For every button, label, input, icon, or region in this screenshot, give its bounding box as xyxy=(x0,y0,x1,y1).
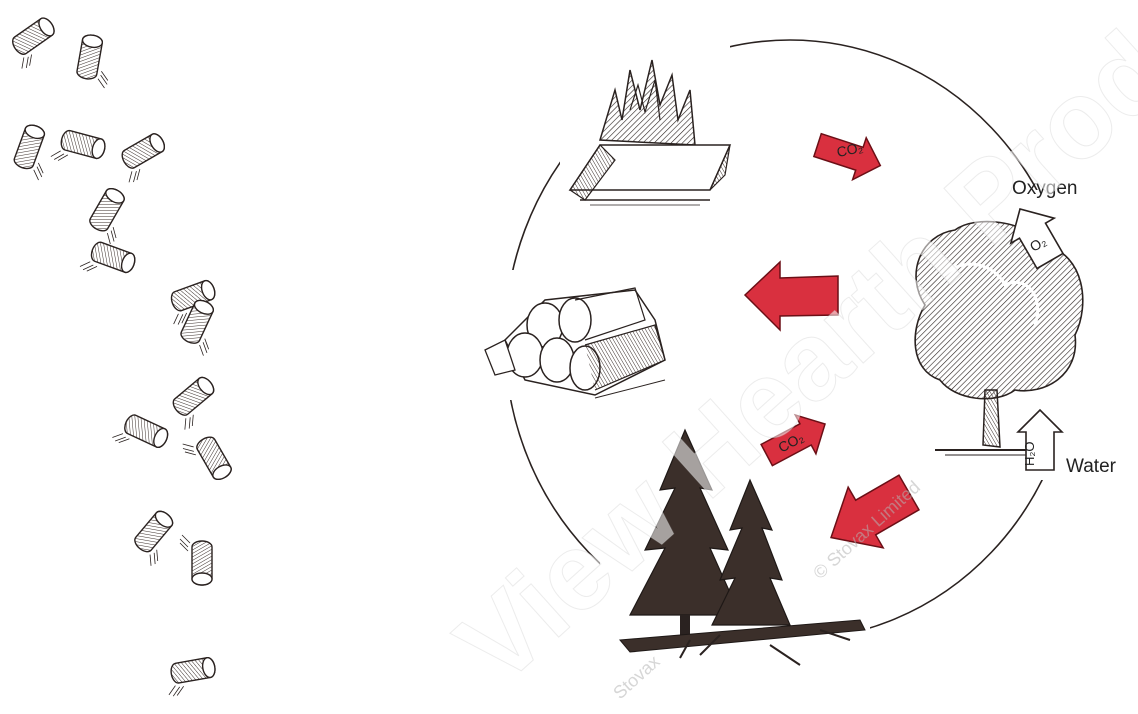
h2o-label: H₂O xyxy=(1022,441,1037,466)
log-icon xyxy=(89,187,125,245)
log-icon xyxy=(13,124,46,181)
water-label: Water xyxy=(1066,456,1117,477)
log-icon xyxy=(12,17,55,69)
log-icon xyxy=(134,510,174,566)
scattered-logs xyxy=(12,17,232,697)
log-icon xyxy=(179,534,213,586)
co2-arrow-top: CO₂ xyxy=(812,132,882,182)
arrow-to-logs xyxy=(743,260,839,332)
log-icon xyxy=(79,241,136,274)
log-pile-icon xyxy=(484,287,666,399)
co2-arrow-mid: CO₂ xyxy=(760,413,826,467)
co2-label-top: CO₂ xyxy=(835,139,864,160)
forest-icon xyxy=(619,428,866,666)
log-icon xyxy=(182,436,232,481)
log-icon xyxy=(168,656,216,697)
log-icon xyxy=(180,299,215,356)
log-icon xyxy=(50,129,106,161)
arrow-to-forest xyxy=(830,474,920,549)
fire-icon xyxy=(568,59,732,206)
log-icon xyxy=(121,133,166,183)
log-icon xyxy=(76,34,109,89)
log-icon xyxy=(172,376,215,430)
o2-label: O₂ xyxy=(1027,233,1049,255)
log-icon xyxy=(170,279,216,325)
log-icon xyxy=(112,414,169,449)
oxygen-label: Oxygen xyxy=(1012,178,1077,199)
oxygen-arrow: O₂ xyxy=(1009,208,1065,270)
water-arrow: H₂O xyxy=(1016,408,1064,471)
